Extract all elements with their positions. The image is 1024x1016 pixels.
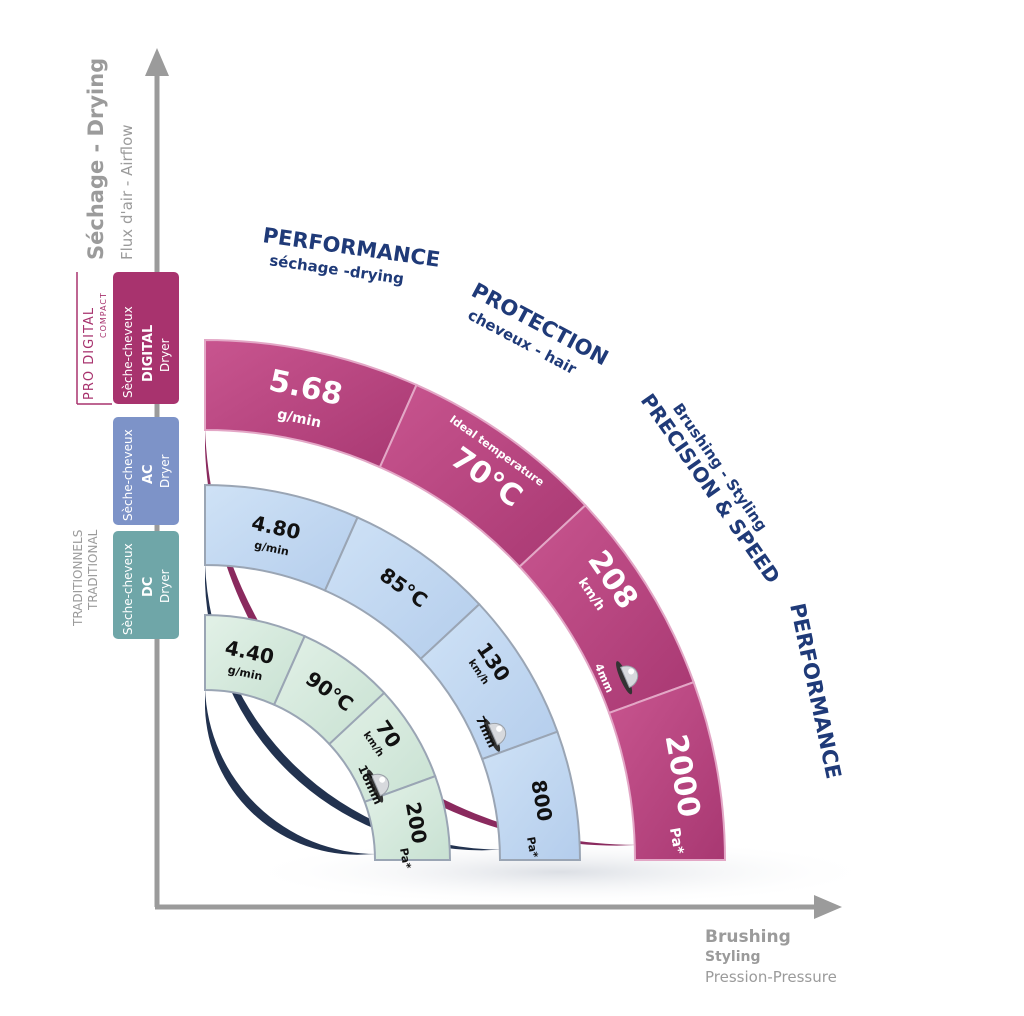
brand-sub: COMPACT [99,292,108,338]
heading-performance-pressure: PERFORMANCE [785,601,846,781]
ac-segment-pressure [480,730,582,861]
tab-dc-bg [113,531,179,639]
tab-ac-bot: Dryer [158,454,172,488]
heading-performance-pressure-title: PERFORMANCE [785,601,846,781]
tab-digital-top: Sèche-cheveux [121,306,135,398]
tab-ac-top: Sèche-cheveux [121,429,135,521]
dc-pressure-unit: Pa* [397,847,413,870]
ac-nozzle-icon-base [483,718,501,752]
ac-pressure-unit: Pa* [524,836,540,859]
tab-digital: Sèche-cheveux DIGITAL Dryer [113,272,179,404]
heading-precision: PRECISION & SPEED Brushing - Styling [636,389,785,588]
dc-nozzle-icon-base [367,769,384,803]
x-axis-arrow-icon [814,895,842,919]
digital-nozzle-icon-base [616,661,633,695]
tab-dc-mid: DC [141,577,156,597]
tab-dc: Sèche-cheveux DC Dryer [113,531,179,639]
dc-nozzle-icon [367,769,390,803]
digital-nozzle-icon [616,661,639,695]
x-axis-subtitle: Styling [705,949,761,965]
dc-segment-pressure [363,774,452,861]
brand-name: PRO DIGITAL [82,307,97,400]
dc-nozzle-icon-shine [379,776,386,783]
tab-dc-top: Sèche-cheveux [121,543,135,635]
x-axis-caption: Pression-Pressure [705,968,837,986]
brand-block: PRO DIGITAL COMPACT [76,272,112,405]
ac-nozzle-icon-shine [496,725,503,732]
tab-ac-bg [113,417,179,525]
y-axis-title-group: Séchage - Drying [84,58,108,260]
digital-nozzle-icon-shine [628,668,635,675]
traditional-line1: TRADITIONNELS [71,530,85,627]
tab-digital-mid: DIGITAL [141,325,156,382]
y-axis-subtitle-group: Flux d'air - Airflow [118,124,136,260]
digital-pressure-unit: Pa* [666,826,687,856]
digital-segment-pressure [607,680,727,861]
y-axis-subtitle: Flux d'air - Airflow [118,124,136,260]
heading-performance-drying: PERFORMANCE séchage -drying [261,223,441,288]
tab-ac: Sèche-cheveux AC Dryer [113,417,179,525]
traditional-block: TRADITIONNELS TRADITIONAL [71,529,100,627]
ac-nozzle-icon [483,718,507,752]
tab-dc-bot: Dryer [158,569,172,603]
y-axis-title: Séchage - Drying [84,58,108,260]
heading-protection: PROTECTION cheveux - hair [465,278,612,378]
x-axis-title: Brushing [705,927,791,947]
y-axis-arrow-icon [145,48,169,76]
traditional-line2: TRADITIONAL [86,529,100,611]
tab-ac-mid: AC [141,464,156,484]
tab-digital-bg [113,272,179,404]
tab-digital-bot: Dryer [158,338,172,372]
heading-precision-title: PRECISION & SPEED [636,389,785,588]
